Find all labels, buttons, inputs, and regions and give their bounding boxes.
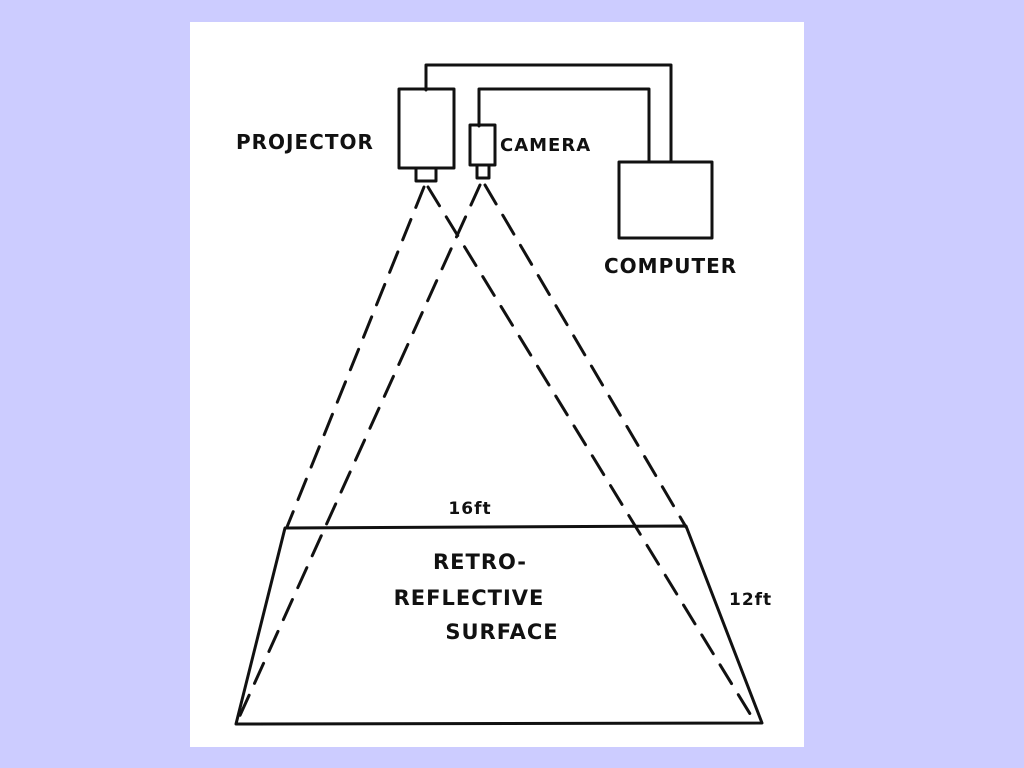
surface-label-line1: RETRO- bbox=[433, 550, 527, 574]
projector-beam-right bbox=[426, 185, 757, 724]
diagram-card: PROJECTOR CAMERA COMPUTER 16ft 12ft RETR… bbox=[190, 22, 804, 747]
camera-label: CAMERA bbox=[500, 135, 591, 156]
projector-box bbox=[397, 87, 456, 170]
depth-label: 12ft bbox=[729, 590, 772, 610]
projector-beam-left bbox=[285, 185, 426, 529]
camera-beam-right bbox=[483, 183, 688, 529]
computer-box bbox=[617, 160, 714, 240]
camera-lens bbox=[475, 163, 491, 180]
width-label: 16ft bbox=[448, 499, 491, 519]
surface-label-line2: REFLECTIVE bbox=[394, 586, 545, 610]
camera-box bbox=[468, 123, 497, 167]
reflective-surface-outline bbox=[234, 524, 764, 726]
projector-computer-cable bbox=[424, 63, 673, 164]
camera-beam-left bbox=[235, 183, 482, 724]
setup-diagram: PROJECTOR CAMERA COMPUTER 16ft 12ft RETR… bbox=[234, 63, 772, 726]
projector-label: PROJECTOR bbox=[236, 130, 374, 154]
camera-computer-cable bbox=[477, 87, 651, 164]
computer-label: COMPUTER bbox=[604, 254, 737, 278]
surface-label-line3: SURFACE bbox=[445, 620, 558, 644]
projector-lens bbox=[414, 166, 438, 183]
